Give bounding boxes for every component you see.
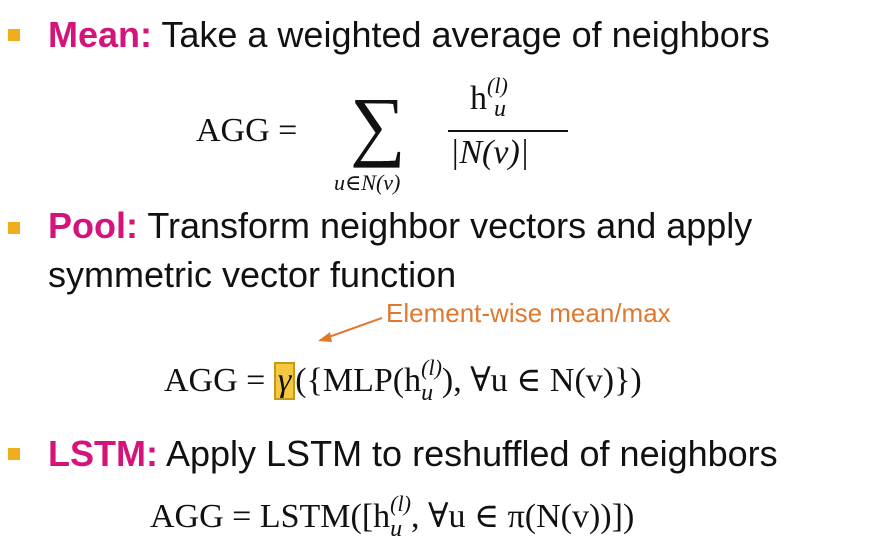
keyword-mean: Mean: (48, 14, 153, 55)
bullet-text-mean: Mean: Take a weighted average of neighbo… (48, 14, 770, 56)
formula-lstm-sup: (l) (390, 491, 411, 516)
bullet-pool-desc: Transform neighbor vectors and apply (137, 205, 753, 246)
bullet-marker (8, 448, 20, 460)
keyword-pool: Pool: (48, 205, 138, 246)
formula-mean-sum: ∑ (350, 81, 406, 168)
bullet-lstm-desc: Apply LSTM to reshuffled of neighbors (157, 433, 778, 474)
formula-pool-body-end: ), ∀u ∈ N(v)}) (441, 362, 642, 399)
formula-mean-denominator: |N(v)| (450, 134, 530, 171)
bullet-marker (8, 29, 20, 41)
formula-lstm-sub: u (390, 516, 403, 542)
formula-mean-lhs: AGG = (196, 112, 298, 149)
bullet-text-lstm: LSTM: Apply LSTM to reshuffled of neighb… (48, 433, 778, 475)
bullet-marker (8, 222, 20, 234)
formula-lstm-body-end: , ∀u ∈ π(N(v))]) (410, 498, 635, 535)
bullet-mean-desc: Take a weighted average of neighbors (152, 14, 770, 55)
formula-pool-sub: u (421, 380, 434, 406)
keyword-lstm: LSTM: (48, 433, 158, 474)
formula-mean-sum-sub: u∈N(v) (334, 170, 401, 195)
formula-mean-numerator: h(l) (470, 73, 508, 118)
formula-pool-sup: (l) (421, 355, 442, 380)
formula-lstm: AGG = LSTM([h(l)u, ∀u ∈ π(N(v))]) (150, 491, 635, 542)
fraction-bar (448, 130, 568, 132)
formula-lstm-hsub: (l)u (390, 491, 411, 542)
annotation-element-wise: Element-wise mean/max (386, 298, 671, 328)
bullet-text-pool-line2: symmetric vector function (48, 254, 457, 295)
formula-mean-sup: (l) (487, 73, 508, 98)
bullet-text-pool: Pool: Transform neighbor vectors and app… (48, 205, 752, 247)
formula-pool-lhs: AGG = (164, 362, 266, 399)
formula-pool-hsub: (l)u (421, 355, 442, 406)
formula-mean-num-sub: u (494, 96, 506, 122)
formula-pool: AGG = γ({MLP(h(l)u), ∀u ∈ N(v)}) (164, 355, 642, 406)
formula-mean-h: h (470, 80, 487, 117)
formula-pool-body-start: ({MLP(h (295, 362, 422, 399)
formula-pool-gamma: γ (273, 362, 296, 400)
formula-lstm-lhs: AGG = LSTM([h (150, 498, 391, 535)
